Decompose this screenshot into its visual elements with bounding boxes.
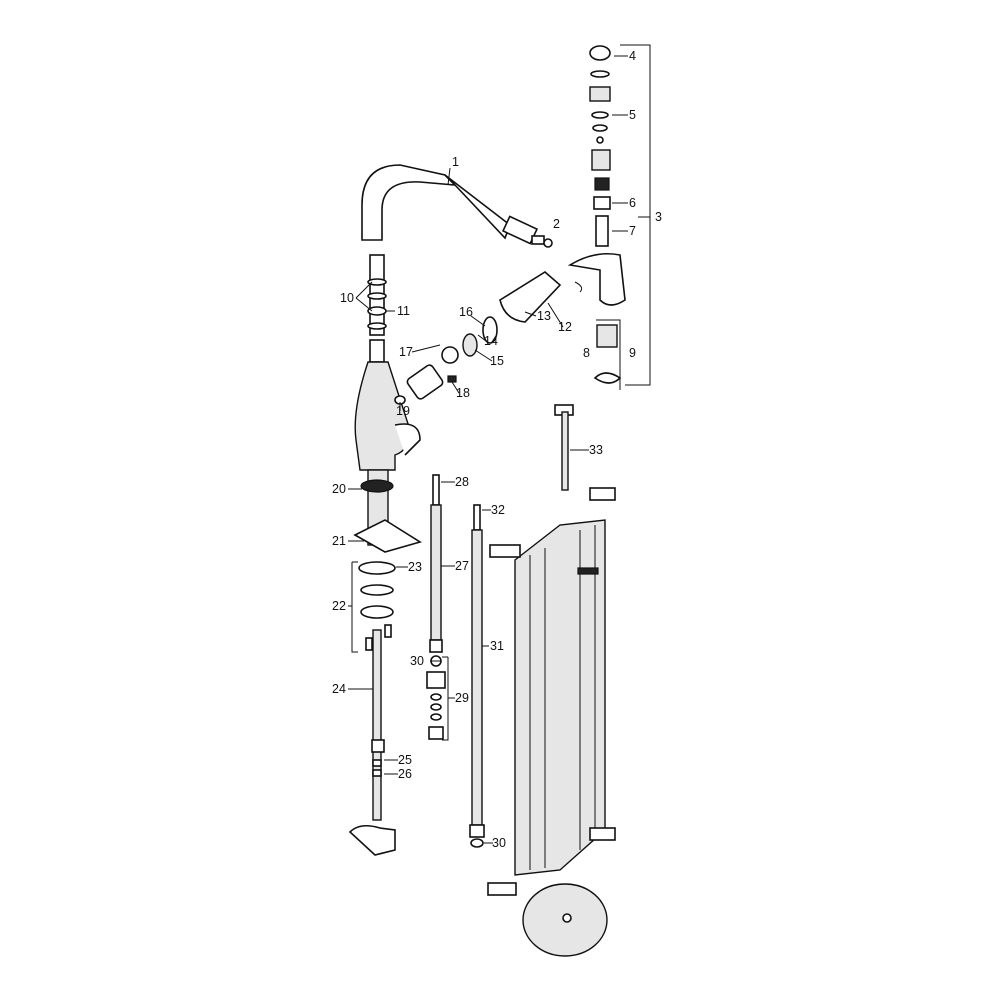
callout-27: 27 [455,559,469,573]
spout-pullout [361,164,553,248]
callout-5: 5 [629,108,636,122]
callout-16: 16 [459,305,473,319]
callout-30b: 30 [492,836,506,850]
callout-12: 12 [558,320,572,334]
callout-8: 8 [583,346,590,360]
callout-17: 17 [399,345,413,359]
callout-19: 19 [396,404,410,418]
callout-6: 6 [629,196,636,210]
callout-15: 15 [490,354,504,368]
callout-20: 20 [332,482,346,496]
mounting-set [348,469,422,856]
callout-labels: 1 2 3 4 5 6 7 8 9 10 11 12 13 14 15 16 1… [332,49,662,850]
callout-28: 28 [455,475,469,489]
mixer-body [354,361,421,471]
callout-21: 21 [332,534,346,548]
group-bracket-3 [620,44,651,386]
callout-25: 25 [398,753,412,767]
callout-3: 3 [655,210,662,224]
group-bracket-22 [351,561,358,653]
rail-panel [487,404,616,957]
callout-4: 4 [629,49,636,63]
callout-13: 13 [537,309,551,323]
callout-31: 31 [490,639,504,653]
callout-23: 23 [408,560,422,574]
callout-24: 24 [332,682,346,696]
callout-33: 33 [589,443,603,457]
group-bracket-29 [442,656,449,741]
lever-handle [499,252,626,323]
callout-29: 29 [455,691,469,705]
callout-22: 22 [332,599,346,613]
supply-hose-31 [469,504,485,848]
callout-2: 2 [553,217,560,231]
callout-1: 1 [452,155,459,169]
supply-hose-27 [426,474,446,740]
aerator-stack [589,45,622,384]
group-bracket-8 [596,319,621,390]
cartridge [394,316,498,405]
callout-7: 7 [629,224,636,238]
callout-26: 26 [398,767,412,781]
callout-14: 14 [484,334,498,348]
stem-rings [367,254,387,363]
callout-32: 32 [491,503,505,517]
callout-10: 10 [340,291,354,305]
callout-18: 18 [456,386,470,400]
callout-30a: 30 [410,654,424,668]
leader-lines [348,55,650,844]
callout-9: 9 [629,346,636,360]
callout-11: 11 [397,304,410,318]
